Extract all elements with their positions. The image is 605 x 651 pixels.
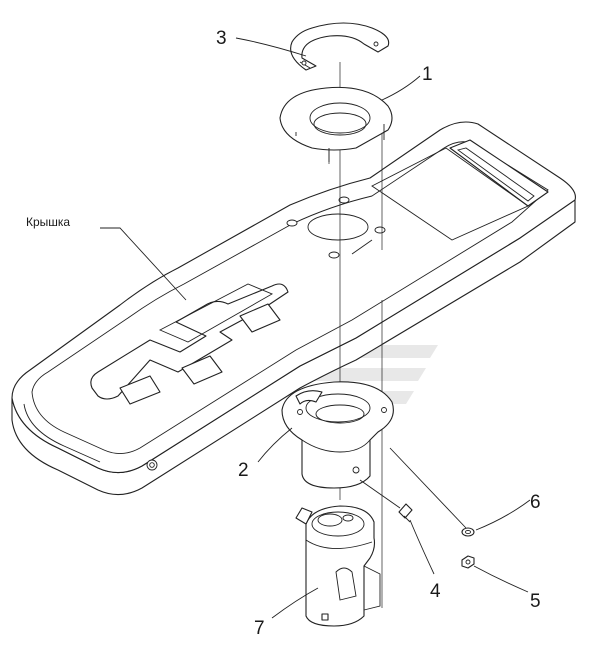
part-5-nut	[461, 555, 475, 569]
part-7-lock-cylinder	[295, 505, 381, 627]
center-hole	[307, 213, 369, 241]
callout-3: 3	[216, 28, 227, 49]
part-2-housing	[281, 381, 394, 489]
leader-lines	[100, 37, 531, 619]
callout-4: 4	[430, 581, 441, 602]
part-6-washer	[461, 527, 475, 537]
callout-6: 6	[530, 492, 541, 513]
callout-5: 5	[530, 591, 541, 612]
callout-1: 1	[422, 64, 433, 85]
callout-2: 2	[238, 460, 249, 481]
callout-7: 7	[254, 618, 265, 639]
part-3-clip	[290, 22, 390, 71]
assembly-lines	[351, 239, 467, 529]
part-1-flange-plate	[279, 86, 393, 162]
callout-labels: 3 1 2 4 5 6 7 Крышка	[26, 28, 541, 639]
cover-part	[11, 121, 576, 496]
cover-label: Крышка	[26, 215, 70, 229]
part-4-screw	[398, 503, 413, 523]
